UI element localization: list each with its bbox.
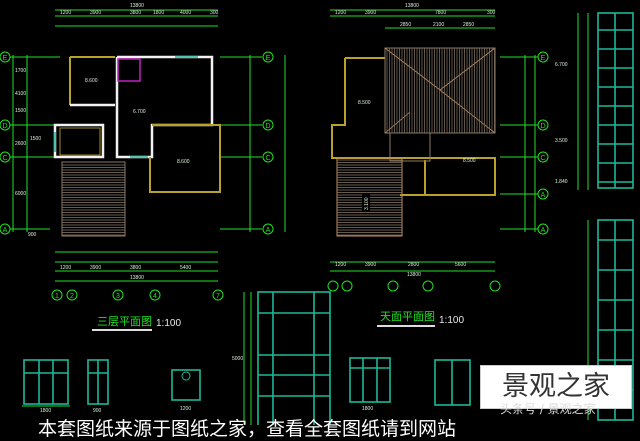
svg-text:3.500: 3.500	[555, 138, 568, 144]
svg-text:D: D	[2, 123, 7, 130]
plan-title-right: 天面平面图	[380, 310, 435, 323]
svg-text:1700: 1700	[15, 68, 26, 74]
svg-text:1800: 1800	[153, 10, 164, 16]
svg-text:A: A	[541, 192, 546, 199]
svg-text:5000: 5000	[232, 356, 243, 362]
svg-text:4100: 4100	[15, 91, 26, 97]
svg-text:3900: 3900	[365, 10, 376, 16]
svg-text:1200: 1200	[335, 262, 346, 268]
svg-text:5400: 5400	[180, 265, 191, 271]
svg-text:3800: 3800	[130, 10, 141, 16]
svg-text:C: C	[265, 155, 270, 162]
svg-text:2600: 2600	[15, 141, 26, 147]
cad-drawing-canvas: 13800 1200 3900 3800 1800 4000 300 1700 …	[0, 3, 634, 425]
svg-text:C: C	[2, 155, 7, 162]
svg-text:1800: 1800	[362, 406, 373, 412]
svg-text:1200: 1200	[60, 10, 71, 16]
svg-text:3800: 3800	[130, 265, 141, 271]
watermark-source: 头条号 / 景观之家	[500, 402, 596, 416]
svg-text:13800: 13800	[130, 275, 144, 281]
svg-text:D: D	[265, 123, 270, 130]
svg-text:2: 2	[70, 293, 74, 300]
watermark-logo: 景观之家	[480, 365, 632, 409]
svg-text:5600: 5600	[455, 262, 466, 268]
svg-text:A: A	[541, 227, 546, 234]
elevation-mark: 8.500	[358, 100, 371, 106]
svg-text:3900: 3900	[365, 262, 376, 268]
plan-title-left: 三层平面图	[97, 315, 152, 328]
svg-text:1.840: 1.840	[555, 179, 568, 185]
svg-text:E: E	[266, 55, 271, 62]
svg-text:3900: 3900	[90, 265, 101, 271]
window-elevation-tall: 6.700 3.500 1.840	[555, 12, 634, 421]
elevation-mark: 8.600	[177, 159, 190, 165]
window-elevations-small: 1800 900 1200 1800	[22, 357, 471, 414]
svg-text:A: A	[266, 227, 271, 234]
svg-text:13800: 13800	[405, 3, 419, 9]
svg-text:2100: 2100	[433, 22, 444, 28]
roof-hatch	[336, 47, 496, 237]
svg-text:1800: 1800	[40, 408, 51, 414]
svg-text:1: 1	[55, 293, 59, 300]
side-dimensions-left: 1700 4100 1500 2600 1500 6000 900	[10, 55, 60, 238]
svg-text:300: 300	[210, 10, 219, 16]
svg-text:7: 7	[216, 293, 220, 300]
walls-left	[53, 55, 221, 193]
svg-text:1200: 1200	[335, 10, 346, 16]
elevation-mark: 6.700	[133, 109, 146, 115]
plan-scale-left: 1:100	[156, 318, 181, 329]
elevation-mark-bg	[362, 193, 370, 211]
svg-text:E: E	[541, 55, 546, 62]
svg-text:300: 300	[487, 10, 496, 16]
svg-text:E: E	[3, 55, 8, 62]
caption-text: 本套图纸来源于图纸之家，查看全套图纸请到网站	[38, 418, 457, 440]
axis-markers-left: E D C A E D C A 1 2 3 4 7	[0, 51, 286, 301]
watermark-logo-text: 景观之家	[502, 371, 610, 402]
door-elevation: 5000	[232, 291, 331, 425]
svg-text:4000: 4000	[180, 10, 191, 16]
svg-text:1500: 1500	[30, 136, 41, 142]
svg-text:2850: 2850	[463, 22, 474, 28]
svg-text:6.700: 6.700	[555, 62, 568, 68]
bottom-dimensions: 1200 3900 3800 5400 13800	[55, 251, 218, 282]
svg-text:6000: 6000	[15, 191, 26, 197]
svg-text:1500: 1500	[15, 108, 26, 114]
svg-text:3900: 3900	[90, 10, 101, 16]
svg-text:13800: 13800	[407, 272, 421, 278]
svg-text:1200: 1200	[180, 406, 191, 412]
elevation-mark: 8.600	[85, 78, 98, 84]
top-dimensions: 13800 1200 3900 3800 1800 4000 300	[55, 3, 219, 27]
svg-text:D: D	[540, 123, 545, 130]
svg-text:4: 4	[153, 293, 157, 300]
svg-text:C: C	[540, 155, 545, 162]
svg-text:3: 3	[116, 293, 120, 300]
plan-scale-right: 1:100	[439, 315, 464, 326]
svg-text:1200: 1200	[60, 265, 71, 271]
svg-text:2800: 2800	[408, 262, 419, 268]
svg-text:900: 900	[93, 408, 102, 414]
elevation-mark-terrace: 3.100	[364, 197, 370, 210]
terrace-hatch-left	[61, 161, 126, 237]
floor-plan-third: 13800 1200 3900 3800 1800 4000 300 1700 …	[0, 3, 286, 331]
svg-text:900: 900	[28, 232, 37, 238]
svg-text:7800: 7800	[435, 10, 446, 16]
svg-text:A: A	[3, 227, 8, 234]
svg-text:13800: 13800	[130, 3, 144, 9]
elevation-mark: 8.500	[463, 158, 476, 164]
roof-plan: 13800 1200 3900 7800 300 2850 2100 2850 …	[327, 3, 549, 327]
svg-text:2850: 2850	[400, 22, 411, 28]
